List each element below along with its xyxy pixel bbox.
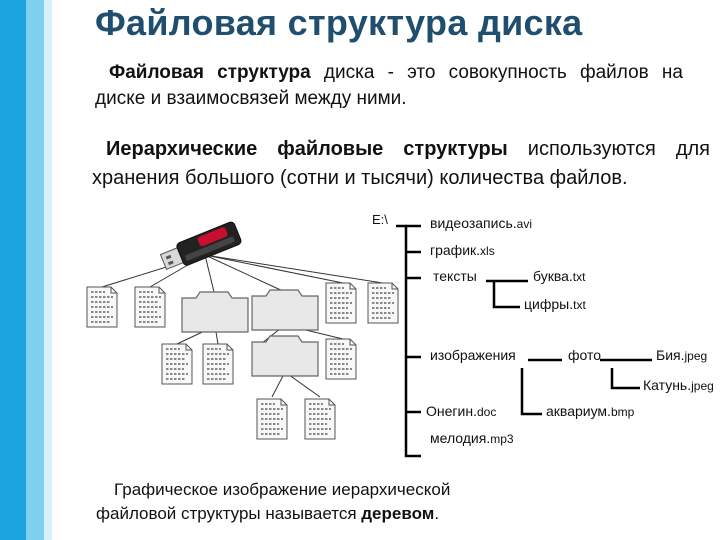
tree-node-grafik: график.xls bbox=[430, 242, 495, 258]
tree-node-foto: фото bbox=[568, 347, 601, 363]
tree-node-izobr: изображения bbox=[430, 347, 516, 363]
node-name: Онегин. bbox=[426, 403, 477, 419]
hierarchy-term: Иерархические файловые структуры bbox=[106, 138, 508, 160]
node-extension: avi bbox=[516, 217, 532, 231]
node-name: Бия. bbox=[656, 347, 685, 363]
node-name: аквариум. bbox=[546, 403, 611, 419]
node-extension: doc bbox=[476, 405, 497, 419]
node-name: мелодия. bbox=[430, 430, 491, 446]
folder-icon bbox=[251, 289, 319, 331]
tree-node-bukva: буква.txt bbox=[533, 268, 585, 284]
node-extension: jpeg bbox=[691, 379, 714, 393]
node-name: цифры. bbox=[524, 296, 574, 312]
usb-flash-drive-icon bbox=[159, 221, 242, 271]
document-icon bbox=[202, 343, 234, 385]
document-icon bbox=[304, 398, 336, 440]
node-name: тексты bbox=[433, 268, 477, 284]
node-extension: txt bbox=[573, 298, 586, 312]
slide-title: Файловая структура диска bbox=[95, 2, 583, 43]
document-icon bbox=[325, 338, 357, 380]
node-name: график. bbox=[430, 242, 481, 258]
document-icon bbox=[161, 343, 193, 385]
node-name: изображения bbox=[430, 347, 516, 363]
node-extension: bmp bbox=[610, 405, 635, 419]
node-extension: mp3 bbox=[490, 432, 514, 446]
document-icon bbox=[367, 282, 399, 324]
node-extension: xls bbox=[480, 244, 495, 258]
document-icon bbox=[134, 286, 166, 328]
tree-node-teksty: тексты bbox=[433, 268, 477, 284]
definition-paragraph: Файловая структура диска - это совокупно… bbox=[95, 60, 683, 112]
hierarchy-paragraph: Иерархические файловые структуры использ… bbox=[92, 135, 710, 193]
node-extension: jpeg bbox=[684, 349, 708, 363]
caption-term: деревом bbox=[361, 504, 435, 523]
document-icon bbox=[86, 286, 118, 328]
caption-body: Графическое изображение иерархической фа… bbox=[96, 480, 451, 523]
tree-node-onegin: Онегин.doc bbox=[426, 403, 496, 419]
folder-icon bbox=[251, 335, 319, 377]
tree-node-video: видеозапись.avi bbox=[430, 215, 532, 231]
hierarchy-text: используются для хранения большого (сотн… bbox=[92, 138, 710, 189]
tree-node-cifry: цифры.txt bbox=[524, 296, 586, 312]
node-name: видеозапись. bbox=[430, 215, 517, 231]
definition-text: диска - это совокупность файлов на диске… bbox=[95, 62, 683, 109]
caption-text: Графическое изображение иерархической фа… bbox=[96, 478, 516, 526]
tree-root-label: E:\ bbox=[372, 212, 388, 227]
tree-node-biya: Бия.jpeg bbox=[656, 347, 707, 363]
decorative-stripe-dark bbox=[0, 0, 26, 540]
node-name: Катунь. bbox=[643, 377, 692, 393]
folder-icon bbox=[181, 291, 249, 333]
tree-node-katun: Катунь.jpeg bbox=[643, 377, 714, 393]
node-name: фото bbox=[568, 347, 602, 363]
tree-node-melodiya: мелодия.mp3 bbox=[430, 430, 514, 446]
node-extension: txt bbox=[572, 270, 586, 284]
decorative-stripe-light bbox=[26, 0, 44, 540]
decorative-stripe-pale bbox=[44, 0, 52, 540]
definition-term: Файловая структура bbox=[109, 62, 311, 83]
document-icon bbox=[325, 282, 357, 324]
node-name: буква. bbox=[533, 268, 573, 284]
document-icon bbox=[256, 398, 288, 440]
caption-end: . bbox=[434, 504, 440, 523]
tree-node-akvarium: аквариум.bmp bbox=[546, 403, 634, 419]
